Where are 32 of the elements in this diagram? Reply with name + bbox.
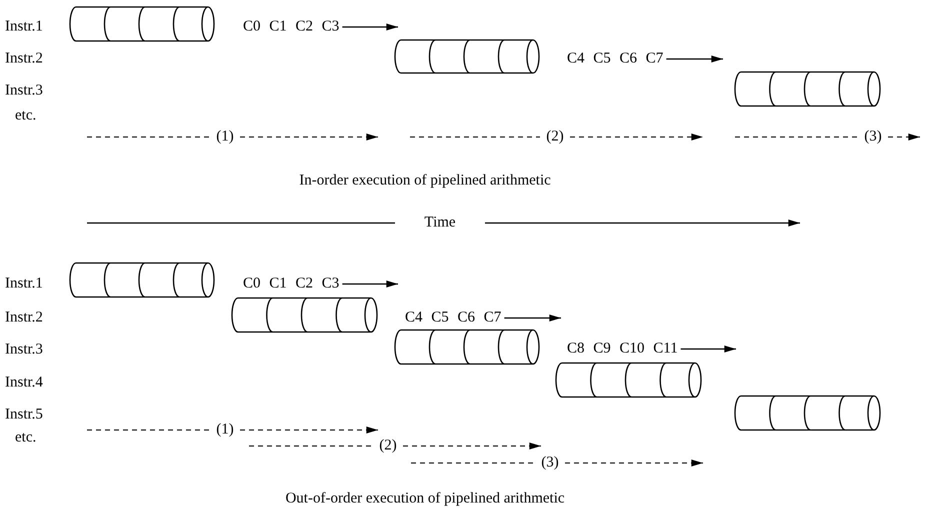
arrow-label: (1) <box>216 130 234 144</box>
result-text: C4 C5 C6 C7 <box>567 52 664 66</box>
pipeline-cylinder <box>231 297 378 333</box>
row-label: Instr.3 <box>5 342 43 358</box>
arrow-label: (3) <box>864 130 882 144</box>
result-text: C0 C1 C2 C3 <box>243 276 340 292</box>
row-label: etc. <box>15 430 36 446</box>
result-text: C8 C9 C10 C11 <box>567 342 678 356</box>
pipeline-cylinder <box>69 6 215 42</box>
axis-label: Time <box>424 216 456 230</box>
arrow-label: (1) <box>216 422 234 438</box>
row-label: etc. <box>15 108 36 124</box>
caption: Out-of-order execution of pipelined arithmetic <box>285 492 565 506</box>
row-label: Instr.1 <box>5 20 43 34</box>
row-label: Instr.2 <box>5 52 43 66</box>
pipeline-cylinder <box>555 362 702 398</box>
row-label: Instr.5 <box>5 408 43 422</box>
arrow-label: (2) <box>546 130 564 144</box>
result-text: C4 C5 C6 C7 <box>405 310 502 326</box>
row-label: Instr.4 <box>5 376 43 390</box>
result-text: C0 C1 C2 C3 <box>243 20 340 34</box>
row-label: Instr.1 <box>5 276 43 292</box>
caption: In-order execution of pipelined arithmetic <box>299 174 551 188</box>
pipeline-cylinder <box>734 71 881 107</box>
arrow-label: (2) <box>379 438 397 454</box>
row-label: Instr.3 <box>5 84 43 98</box>
pipeline-cylinder <box>394 39 540 74</box>
pipeline-cylinder <box>734 395 881 431</box>
pipeline-cylinder <box>69 262 215 298</box>
row-label: Instr.2 <box>5 310 43 326</box>
arrow-label: (3) <box>541 456 559 470</box>
pipeline-cylinder <box>394 329 540 365</box>
